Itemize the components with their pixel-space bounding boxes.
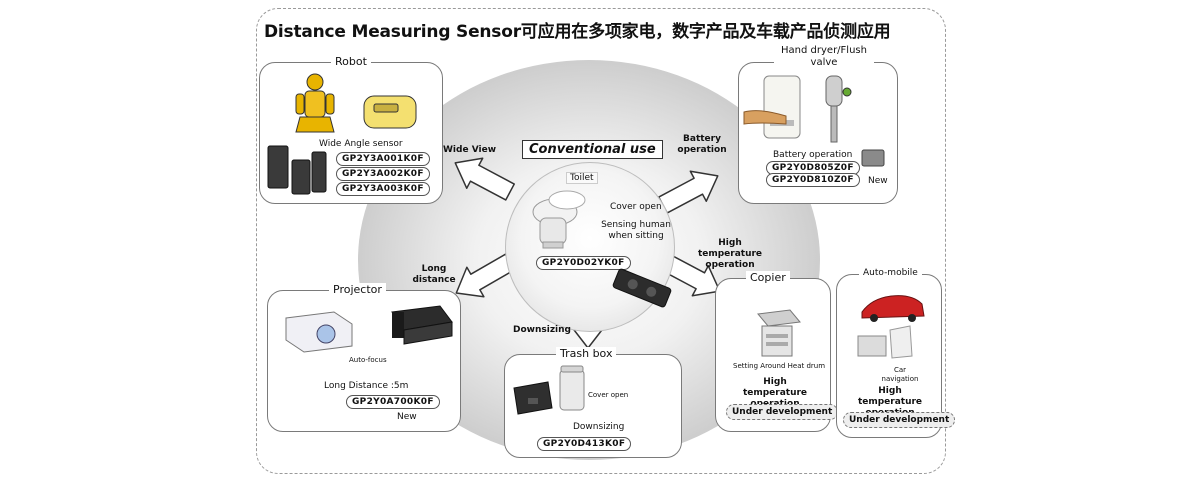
trash-cover-label: Cover open — [588, 391, 629, 399]
copier-title: Copier — [746, 271, 790, 284]
trash-part-number: GP2Y0D413K0F — [537, 437, 632, 451]
robot-part-1: GP2Y3A001K0F — [336, 152, 430, 166]
arrow-battery — [658, 170, 719, 214]
long-distance-label: Long distance — [412, 264, 456, 285]
downsizing-label: Downsizing — [513, 325, 571, 335]
arrow-wide-view — [454, 157, 515, 201]
robot-part-3: GP2Y3A003K0F — [336, 182, 430, 196]
toilet-tag: Toilet — [566, 172, 598, 184]
projector-caption: Long Distance :5m — [324, 381, 409, 391]
hand-dryer-title: Hand dryer/Flush valve — [774, 45, 874, 69]
sensing-human-note: Sensing human when sitting — [601, 220, 671, 241]
robot-title: Robot — [331, 55, 371, 68]
projector-new: New — [397, 412, 417, 422]
conventional-use-label: Conventional use — [522, 140, 663, 159]
hand-dryer-new: New — [868, 176, 888, 186]
trash-caption: Downsizing — [573, 422, 625, 432]
high-temp-label: High temperature operation — [697, 238, 763, 270]
trash-box-title: Trash box — [556, 347, 617, 360]
center-part-number: GP2Y0D02YK0F — [536, 256, 631, 270]
projector-part-number: GP2Y0A700K0F — [346, 395, 440, 409]
hand-dryer-part-2: GP2Y0D810Z0F — [766, 173, 860, 187]
projector-title: Projector — [329, 283, 386, 296]
center-circle — [505, 162, 675, 332]
cover-open-note: Cover open — [610, 202, 662, 212]
auto-under-development: Under development — [843, 412, 956, 428]
copier-setting-label: Setting Around Heat drum — [733, 362, 826, 370]
auto-mobile-title: Auto-mobile — [859, 268, 922, 278]
hand-dryer-caption: Battery operation — [773, 150, 853, 160]
wide-view-label: Wide View — [443, 145, 497, 155]
robot-caption: Wide Angle sensor — [319, 139, 403, 149]
arrow-long-distance — [455, 253, 516, 298]
autofocus-label: Auto-focus — [349, 356, 387, 364]
robot-part-2: GP2Y3A002K0F — [336, 167, 430, 181]
diagram-title: Distance Measuring Sensor可应用在多项家电，数字产品及车… — [264, 22, 891, 42]
battery-operation-label: Battery operation — [677, 134, 727, 155]
car-navigation-label: Car navigation — [881, 366, 919, 383]
outer-frame — [256, 8, 946, 474]
